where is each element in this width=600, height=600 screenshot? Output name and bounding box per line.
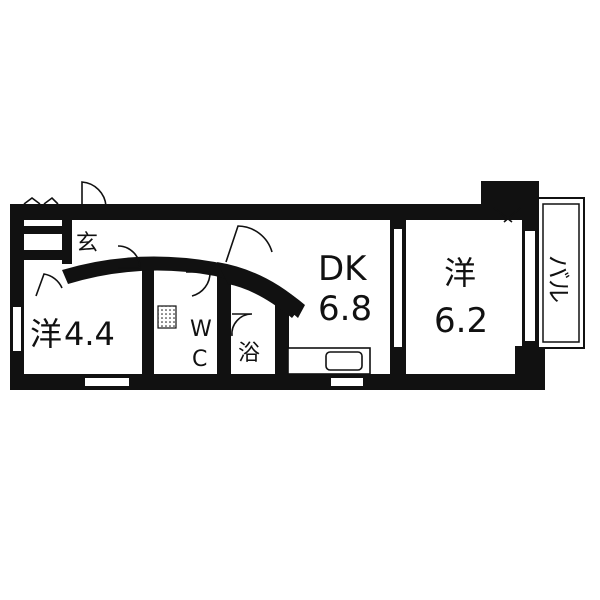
kitchen-sink: [325, 351, 363, 371]
door-closet: [23, 196, 59, 205]
balcony-label: バル: [544, 255, 572, 303]
western-small-size: 4.4: [64, 315, 115, 353]
window-bottom-small: [83, 376, 131, 388]
windows: [11, 227, 537, 388]
window-left: [11, 305, 23, 353]
western-small-label: 洋: [30, 315, 62, 353]
wall-closet: [22, 226, 64, 234]
balcony-inner: [542, 203, 580, 343]
wall-wc-bath: [217, 266, 231, 378]
door-entrance: [81, 181, 107, 207]
door-wc: [186, 271, 211, 297]
window-dk-west: [392, 227, 404, 349]
bath-label: 浴: [238, 341, 260, 366]
balcony: [537, 197, 585, 349]
door-dk: [225, 225, 273, 263]
wall-room-wc: [142, 266, 154, 378]
wall-left: [10, 204, 24, 390]
room-labels: 洋 4.4 玄 W C 浴 DK 6.8 洋 6.2 バル: [30, 231, 572, 372]
dk-label: DK: [318, 249, 368, 289]
dk-size: 6.8: [318, 289, 372, 329]
door-small-room: [35, 273, 63, 297]
window-west-balcony: [523, 229, 537, 343]
washer-space: [157, 305, 177, 329]
western-large-label: 洋: [444, 254, 476, 292]
door-corridor: [117, 245, 141, 269]
wall-bath-top: [217, 262, 303, 318]
toilet-label-top: W: [190, 317, 212, 342]
toilet-label-bottom: C: [192, 347, 207, 372]
window-bottom-dk: [329, 376, 365, 388]
wall-bath-right: [275, 300, 289, 378]
wall-entrance: [62, 214, 72, 264]
entrance-label: 玄: [76, 231, 98, 256]
doors: [23, 181, 521, 337]
wall-small-top: [22, 250, 64, 260]
western-large-size: 6.2: [434, 301, 488, 341]
pillar-bottom-right: [515, 346, 545, 390]
door-balcony: [493, 207, 521, 223]
door-bath: [231, 313, 253, 337]
wall-top: [10, 204, 535, 220]
